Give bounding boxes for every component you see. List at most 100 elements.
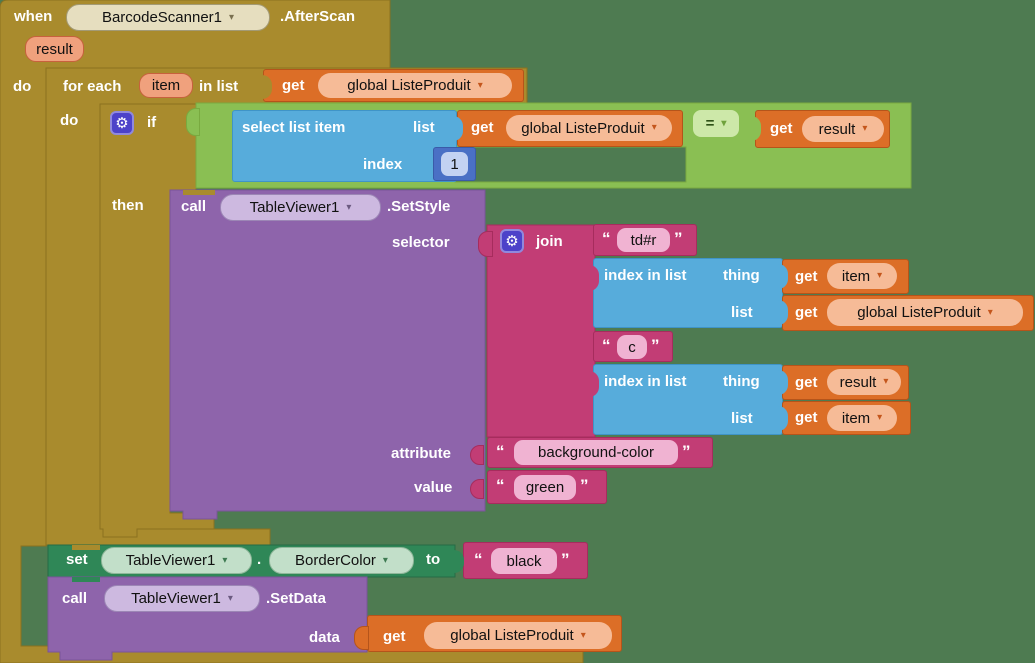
close-quote: ” [674, 229, 683, 248]
index-in-list-block[interactable] [593, 364, 783, 435]
component-dropdown[interactable]: TableViewer1 ▾ [220, 194, 381, 221]
then-label: then [112, 197, 144, 214]
open-quote: “ [496, 476, 505, 495]
open-quote: “ [474, 550, 483, 569]
foreach-keyword: for each [63, 78, 122, 95]
socket-tab [748, 116, 761, 141]
join-block[interactable] [486, 224, 596, 438]
variable-dropdown[interactable]: result ▾ [827, 369, 901, 395]
socket-tab [586, 371, 599, 397]
if-keyword: if [147, 114, 157, 131]
text-field[interactable]: td#r [617, 228, 670, 252]
dropdown-value: global ListeProduit [450, 627, 574, 644]
notch [72, 545, 100, 550]
property-dropdown[interactable]: BorderColor ▾ [269, 547, 414, 574]
thing-arg-label: thing [723, 267, 760, 284]
attribute-arg-label: attribute [391, 445, 451, 462]
variable-dropdown[interactable]: global ListeProduit ▾ [506, 115, 672, 141]
component-dropdown[interactable]: TableViewer1 ▾ [101, 547, 252, 574]
selector-arg-label: selector [392, 234, 450, 251]
dropdown-value: TableViewer1 [125, 552, 216, 569]
param-item-pill[interactable]: item [139, 73, 193, 98]
plug-tab [478, 231, 493, 257]
socket-tab [775, 370, 788, 395]
call-keyword: call [181, 198, 207, 215]
close-quote: ” [580, 476, 589, 495]
variable-dropdown[interactable]: item ▾ [827, 263, 897, 289]
socket-tab [775, 300, 788, 325]
socket-tab [775, 264, 788, 289]
method-name: .SetData [266, 590, 327, 607]
dropdown-value: BorderColor [295, 552, 376, 569]
close-quote: ” [651, 336, 660, 355]
mutator-gear-icon[interactable]: ⚙ [500, 229, 524, 253]
open-quote: “ [602, 336, 611, 355]
get-keyword: get [795, 374, 818, 391]
chevron-down-icon: ▾ [721, 117, 727, 129]
variable-dropdown[interactable]: item ▾ [827, 405, 897, 431]
thing-arg-label: thing [723, 373, 760, 390]
open-quote: “ [496, 442, 505, 461]
socket-tab [775, 406, 788, 431]
open-quote: “ [602, 229, 611, 248]
chevron-down-icon: ▾ [651, 122, 657, 133]
notch [72, 577, 100, 582]
text-field[interactable]: green [514, 475, 576, 500]
socket-tab [450, 116, 463, 141]
dropdown-value: TableViewer1 [131, 590, 221, 607]
component-dropdown[interactable]: BarcodeScanner1 ▾ [66, 4, 270, 31]
chevron-down-icon: ▾ [883, 376, 889, 387]
method-name: .SetStyle [387, 198, 451, 215]
plug-tab [186, 108, 200, 136]
variable-dropdown[interactable]: global ListeProduit ▾ [318, 73, 512, 98]
text-field[interactable]: background-color [514, 440, 678, 465]
dropdown-value: result [839, 373, 877, 391]
set-keyword: set [66, 551, 88, 568]
list-arg-label: list [731, 304, 753, 321]
operator-dropdown[interactable]: = ▾ [693, 110, 739, 137]
select-list-item-block[interactable] [232, 110, 457, 182]
get-keyword: get [795, 268, 818, 285]
join-keyword: join [536, 233, 563, 250]
index-in-list-label: index in list [604, 267, 687, 284]
chevron-down-icon: ▾ [580, 629, 586, 641]
index-in-list-block[interactable] [593, 258, 783, 328]
number-field[interactable]: 1 [441, 152, 468, 176]
dropdown-value: global ListeProduit [857, 304, 981, 321]
plug-tab [470, 479, 484, 499]
chevron-down-icon: ▾ [477, 79, 483, 91]
dropdown-value: = [705, 115, 715, 132]
chevron-down-icon: ▾ [877, 270, 883, 281]
mutator-gear-icon[interactable]: ⚙ [110, 111, 134, 135]
notch [183, 190, 215, 195]
dot-separator: . [257, 551, 262, 568]
inlist-label: in list [199, 78, 239, 95]
chevron-down-icon: ▾ [987, 306, 993, 318]
index-arg-label: index [363, 156, 403, 173]
socket-tab [450, 550, 464, 573]
dropdown-value: global ListeProduit [521, 119, 645, 137]
when-keyword: when [14, 8, 53, 25]
text-field[interactable]: c [617, 335, 647, 359]
dropdown-value: item [841, 409, 871, 427]
component-dropdown[interactable]: TableViewer1 ▾ [104, 585, 260, 612]
variable-dropdown[interactable]: global ListeProduit ▾ [827, 299, 1023, 326]
call-keyword: call [62, 590, 88, 607]
dropdown-value: BarcodeScanner1 [101, 9, 223, 26]
variable-dropdown[interactable]: global ListeProduit ▾ [424, 622, 612, 649]
close-quote: ” [682, 442, 691, 461]
get-keyword: get [795, 304, 818, 321]
plug-tab [470, 445, 484, 465]
chevron-down-icon: ▾ [346, 201, 352, 213]
variable-dropdown[interactable]: result ▾ [802, 116, 884, 142]
get-keyword: get [471, 119, 494, 136]
list-arg-label: list [413, 119, 435, 136]
event-name: .AfterScan [280, 8, 356, 25]
call-setstyle-block[interactable] [169, 189, 486, 520]
text-field[interactable]: black [491, 548, 557, 574]
dropdown-value: result [818, 120, 856, 138]
get-keyword: get [795, 409, 818, 426]
chevron-down-icon: ▾ [862, 123, 868, 134]
param-result-pill[interactable]: result [25, 36, 84, 62]
